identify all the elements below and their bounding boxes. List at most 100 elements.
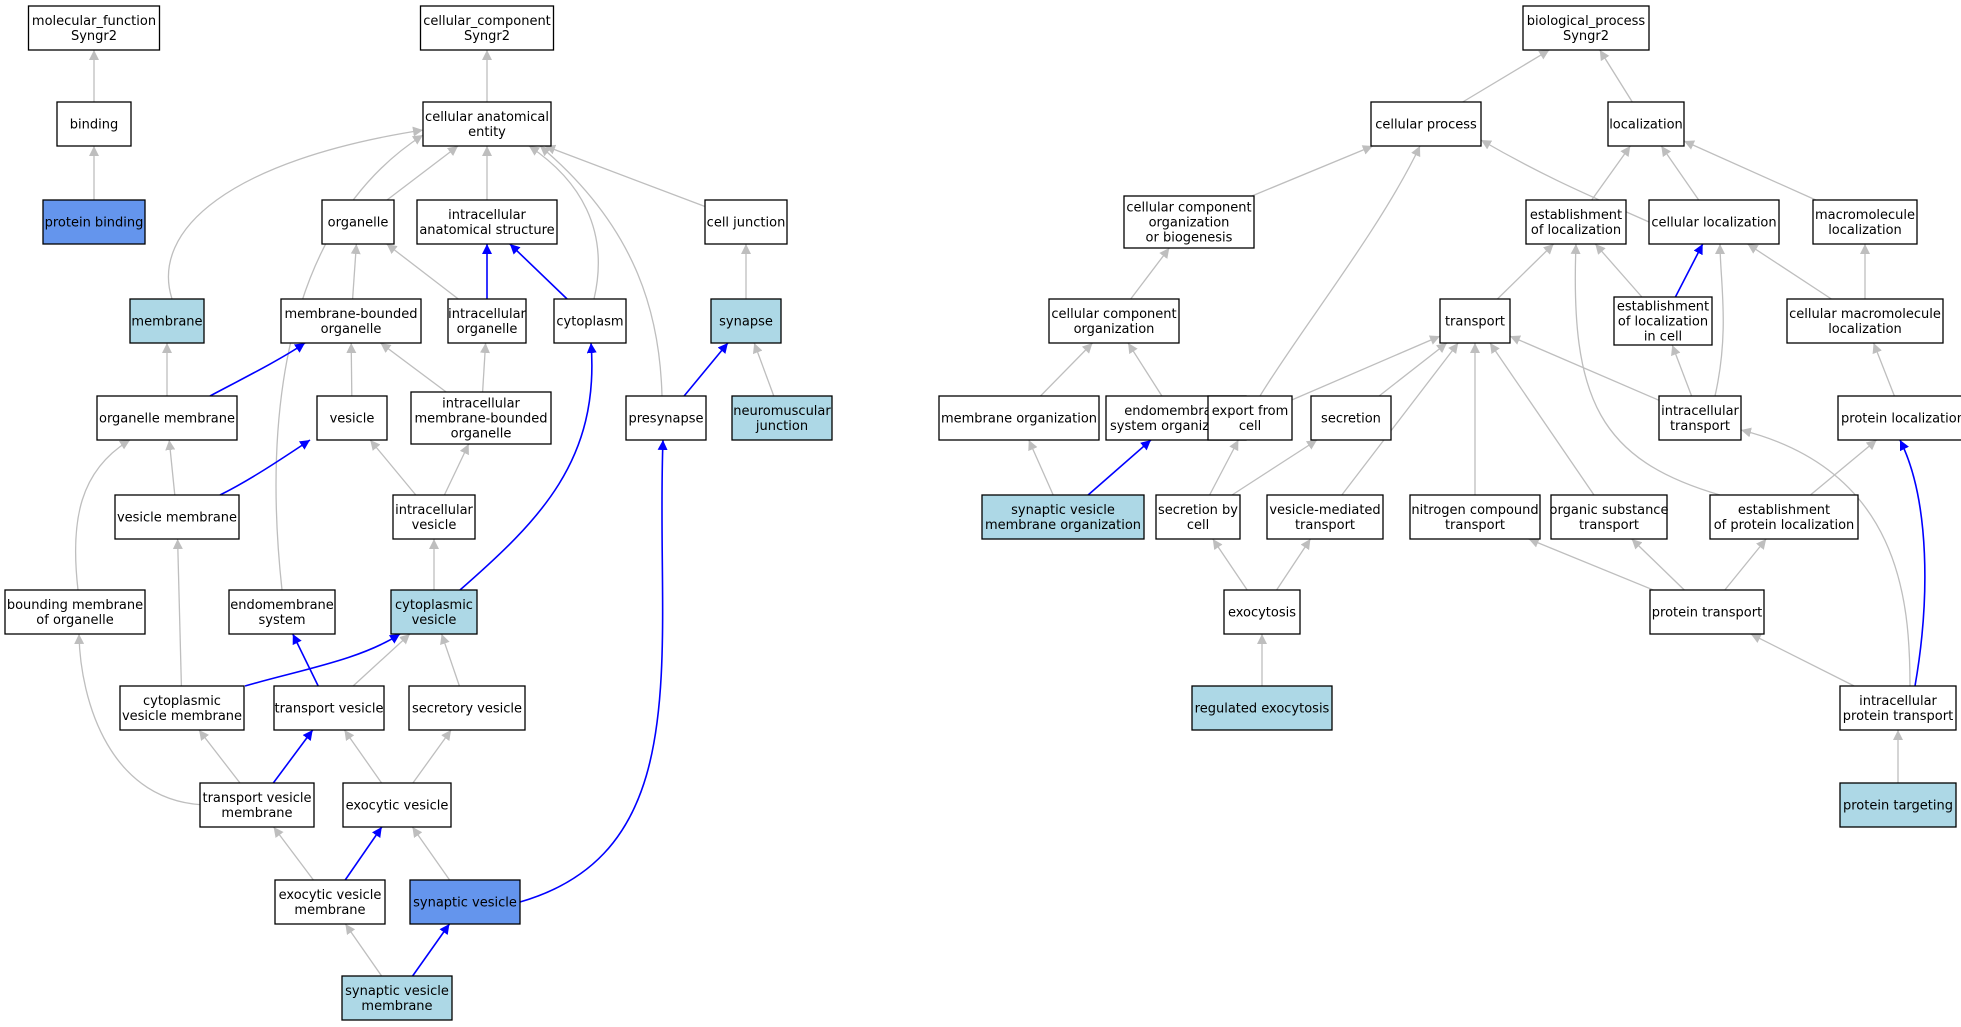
node-label-line: membrane-bounded bbox=[284, 307, 417, 322]
node-ev[interactable]: exocytic vesicle bbox=[342, 782, 452, 828]
node-organelle[interactable]: organelle bbox=[321, 199, 395, 245]
node-box bbox=[27, 5, 161, 51]
edge-iv-to-vesicle bbox=[369, 439, 417, 496]
node-transport[interactable]: transport bbox=[1439, 298, 1511, 344]
edge-presynapse-to-cae bbox=[539, 145, 663, 397]
edge-tv-to-es bbox=[292, 633, 319, 687]
edge-pt-to-ost bbox=[1631, 538, 1685, 591]
node-cp[interactable]: cellular process bbox=[1370, 101, 1482, 147]
node-vm[interactable]: vesicle membrane bbox=[114, 494, 240, 540]
edge-ipt-to-pt bbox=[1750, 633, 1855, 687]
node-label-line: cell bbox=[1187, 518, 1209, 533]
node-label-line: membrane-bounded bbox=[414, 412, 547, 427]
edge-eol-to-loc bbox=[1591, 145, 1631, 201]
node-pl[interactable]: protein localization bbox=[1837, 395, 1961, 441]
node-label-line: membrane bbox=[294, 903, 365, 918]
edge-presynapse-to-synapse bbox=[683, 342, 729, 397]
node-label-line: exocytosis bbox=[1228, 606, 1296, 621]
node-mo[interactable]: membrane organization bbox=[938, 395, 1100, 441]
edge-tvm-to-bmo bbox=[74, 633, 211, 806]
node-cl[interactable]: cellular localization bbox=[1648, 199, 1780, 245]
node-rexo[interactable]: regulated exocytosis bbox=[1191, 685, 1333, 731]
edge-efc-to-cp bbox=[1259, 145, 1421, 397]
node-label-line: in cell bbox=[1644, 330, 1682, 345]
node-label-line: nitrogen compound bbox=[1411, 503, 1538, 518]
node-box bbox=[1709, 494, 1859, 540]
node-label-line: localization bbox=[1609, 118, 1683, 133]
node-label-line: transport vesicle bbox=[202, 791, 311, 806]
edge-cp-to-bp bbox=[1462, 49, 1550, 103]
node-box bbox=[1522, 5, 1650, 51]
node-box bbox=[1786, 298, 1944, 344]
node-label-line: vesicle membrane bbox=[117, 511, 237, 526]
edge-sbc-to-secretion bbox=[1231, 439, 1318, 496]
node-secretion[interactable]: secretion bbox=[1310, 395, 1392, 441]
node-synv[interactable]: synaptic vesicle bbox=[409, 879, 521, 925]
edge-om-to-mbo bbox=[209, 342, 306, 397]
node-membrane[interactable]: membrane bbox=[129, 298, 205, 344]
node-cell-junction[interactable]: cell junction bbox=[704, 199, 788, 245]
node-exo[interactable]: exocytosis bbox=[1223, 589, 1301, 635]
node-tv[interactable]: transport vesicle bbox=[273, 685, 385, 731]
node-synapse[interactable]: synapse bbox=[710, 298, 782, 344]
edge-cl-to-cp bbox=[1480, 139, 1650, 223]
edge-cvm-to-vm bbox=[172, 538, 183, 687]
node-label-line: organization bbox=[1149, 216, 1230, 231]
node-box bbox=[56, 101, 132, 147]
node-loc[interactable]: localization bbox=[1607, 101, 1685, 147]
node-box bbox=[710, 298, 782, 344]
node-vesicle[interactable]: vesicle bbox=[316, 395, 388, 441]
node-label-line: membrane bbox=[131, 315, 202, 330]
node-sv[interactable]: secretory vesicle bbox=[408, 685, 526, 731]
node-label-line: localization bbox=[1828, 223, 1902, 238]
node-box bbox=[1155, 494, 1241, 540]
node-protein-binding[interactable]: protein binding bbox=[42, 199, 146, 245]
node-label-line: or biogenesis bbox=[1146, 231, 1233, 246]
node-om[interactable]: organelle membrane bbox=[96, 395, 238, 441]
node-box bbox=[553, 298, 627, 344]
node-cytoplasm[interactable]: cytoplasm bbox=[553, 298, 627, 344]
node-label-line: biological_process bbox=[1527, 14, 1646, 29]
node-presynapse[interactable]: presynapse bbox=[625, 395, 707, 441]
node-binding[interactable]: binding bbox=[56, 101, 132, 147]
node-box bbox=[1223, 589, 1301, 635]
node-label-line: vesicle membrane bbox=[122, 709, 242, 724]
node-label-line: protein transport bbox=[1652, 606, 1762, 621]
node-box bbox=[1550, 494, 1668, 540]
node-pt[interactable]: protein transport bbox=[1649, 589, 1765, 635]
node-ptg[interactable]: protein targeting bbox=[1839, 782, 1957, 828]
